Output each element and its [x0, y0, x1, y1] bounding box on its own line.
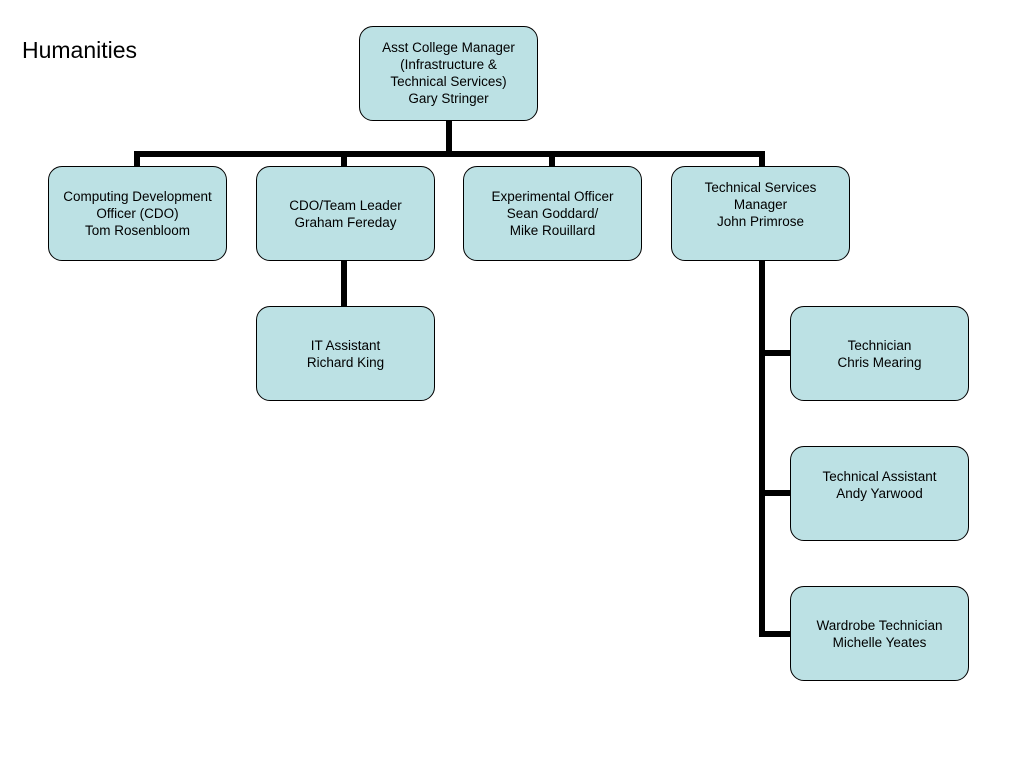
node-line: Mike Rouillard: [509, 223, 596, 238]
node-line: Tom Rosenbloom: [84, 223, 191, 238]
node-line: Michelle Yeates: [832, 635, 927, 650]
node-line: Computing Development: [63, 189, 212, 204]
node-technician: Technician Chris Mearing: [790, 306, 969, 401]
node-wardrobe-technician: Wardrobe Technician Michelle Yeates: [790, 586, 969, 681]
node-line: Graham Fereday: [294, 215, 397, 230]
node-line: John Primrose: [716, 214, 805, 229]
node-experimental-officer: Experimental Officer Sean Goddard/ Mike …: [463, 166, 642, 261]
node-line: Richard King: [306, 355, 385, 370]
node-line: Andy Yarwood: [836, 486, 923, 501]
node-line: CDO/Team Leader: [289, 198, 402, 213]
node-line: Officer (CDO): [96, 206, 179, 221]
node-computing-development-officer: Computing Development Officer (CDO) Tom …: [48, 166, 227, 261]
node-line: Technical Services): [390, 74, 507, 89]
node-line: Wardrobe Technician: [816, 618, 943, 633]
node-line: Sean Goddard/: [506, 206, 599, 221]
node-line: (Infrastructure &: [400, 57, 497, 72]
node-line: Gary Stringer: [408, 91, 489, 106]
page-title: Humanities: [22, 37, 138, 63]
node-cdo-team-leader: CDO/Team Leader Graham Fereday: [256, 166, 435, 261]
node-technical-assistant: Technical Assistant Andy Yarwood: [790, 446, 969, 541]
node-line: IT Assistant: [310, 338, 381, 353]
node-line: Experimental Officer: [491, 189, 614, 204]
node-line: Asst College Manager: [382, 40, 515, 55]
node-it-assistant: IT Assistant Richard King: [256, 306, 435, 401]
node-asst-college-manager: Asst College Manager (Infrastructure & T…: [359, 26, 538, 121]
node-line: Manager: [733, 197, 788, 212]
node-line: Chris Mearing: [837, 355, 922, 370]
node-line: Technician: [847, 338, 912, 353]
node-line: Technical Assistant: [822, 469, 937, 484]
node-technical-services-manager: Technical Services Manager John Primrose: [671, 166, 850, 261]
node-line: Technical Services: [704, 180, 817, 195]
